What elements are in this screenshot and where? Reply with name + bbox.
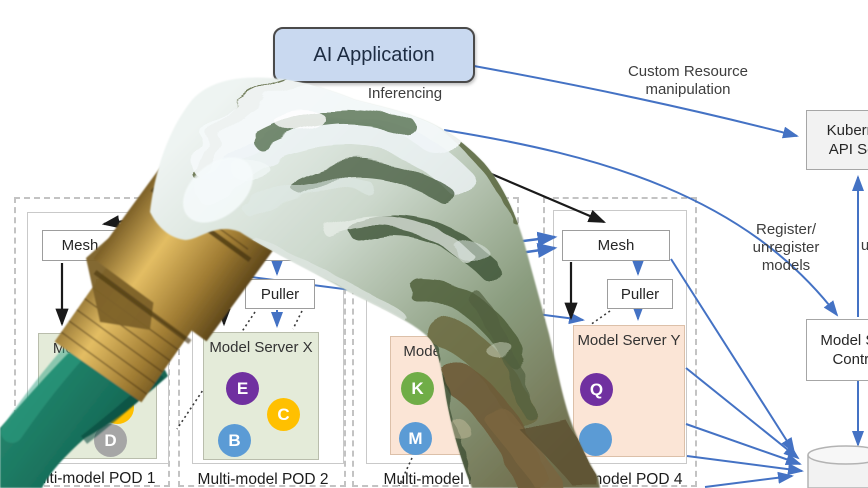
pod4-model-server-title: Model Server Y [577, 332, 681, 349]
pod1-mesh-box: Mesh [42, 230, 118, 261]
model-server-controller-label: Model Server Controller [820, 332, 868, 368]
arrow-pod4-to-storage-2 [685, 367, 800, 460]
pod1-model-circle-1 [101, 391, 134, 424]
kubernetes-api-server-label: Kubernetes API Server [826, 122, 868, 158]
ai-application-box: AI Application [273, 27, 475, 83]
pod3-puller-box: Puller [408, 279, 474, 309]
pod2-model-circle-1: E [226, 372, 259, 405]
pod2-model-circle-2: C [267, 398, 300, 431]
pod1-model-server-title: Model Server [52, 340, 143, 357]
pod3-label: Multi-model POD 3 [383, 471, 515, 488]
pod4-model-circle-2 [579, 423, 612, 456]
ai-application-label: AI Application [313, 43, 435, 66]
model-server-controller-box: Model Server Controller [806, 319, 868, 381]
kubernetes-api-server-box: Kubernetes API Server [806, 110, 868, 170]
pod2-model-server-title: Model Server X [209, 339, 313, 356]
register-models-label: Register/ unregister models [752, 221, 820, 274]
arrow-pod4-to-storage-3 [685, 423, 802, 466]
arrow-pod4-to-storage-4 [686, 455, 804, 476]
pod4-puller-box: Puller [607, 279, 673, 309]
pod2-puller-box: Puller [245, 279, 315, 309]
pod1-label: Multi-model POD 1 [24, 470, 156, 487]
arrow-pod3-to-storage [704, 471, 794, 488]
pod2-label: Multi-model POD 2 [197, 471, 329, 488]
pod3-model-circle-2: M [399, 422, 432, 455]
pod4-mesh-box: Mesh [562, 230, 670, 261]
pod3-model-circle-1: K [401, 372, 434, 405]
custom-resource-label: Custom Resource manipulation [627, 63, 749, 98]
pod2-mesh-box: Mesh [206, 230, 305, 261]
pod4-label: Multi-model POD 4 [551, 471, 683, 488]
pod3-model-server-title: Model Server [403, 343, 493, 360]
pod3-mesh-box: Mesh [378, 230, 476, 261]
clipped-right-edge-label: u [860, 237, 868, 254]
inferencing-label: Inferencing [367, 85, 443, 102]
pod1-puller-box: Puller [96, 279, 158, 309]
model-storage-cylinder [807, 445, 868, 488]
pod1-model-circle-2: D [94, 424, 127, 457]
pod4-model-circle-1: Q [580, 373, 613, 406]
pod2-model-circle-3: B [218, 424, 251, 457]
